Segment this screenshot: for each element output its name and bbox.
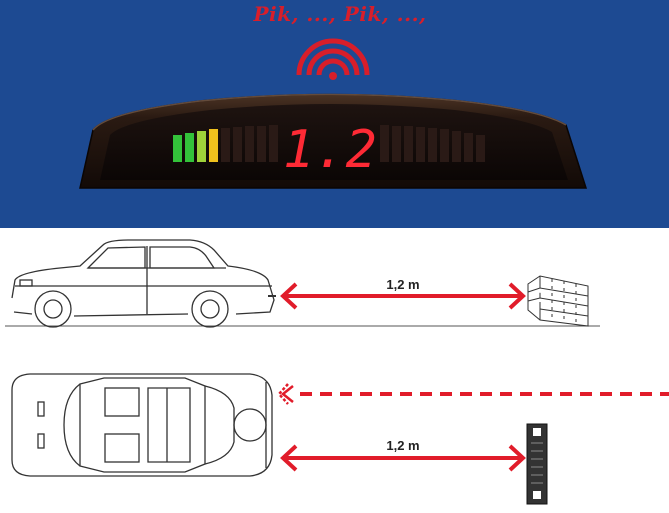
obstacle-post-icon — [526, 423, 548, 505]
side-distance-label: 1,2 m — [386, 277, 419, 292]
bar-segment-off — [245, 126, 254, 162]
bar-segment-off — [404, 126, 413, 162]
bar-segment-off — [257, 126, 266, 162]
diagram-area: 1,2 m — [0, 228, 669, 513]
bar-segment-off — [380, 125, 389, 162]
diagram-graphics: 1,2 m — [5, 239, 669, 505]
bar-segment-2 — [185, 133, 194, 162]
top-distance-arrow — [280, 444, 526, 472]
bar-segment-off — [221, 128, 230, 162]
bar-segment-1 — [173, 135, 182, 162]
bar-segment-off — [428, 128, 437, 162]
proximity-bar — [173, 125, 485, 162]
bar-segment-4 — [209, 129, 218, 162]
brick-wall-icon — [527, 275, 589, 327]
bar-segment-off — [440, 129, 449, 162]
bar-segment-off — [269, 125, 278, 162]
side-distance-arrow — [280, 282, 526, 310]
bar-segment-off — [464, 133, 473, 162]
car-side-view — [11, 239, 276, 328]
bar-segment-off — [392, 126, 401, 162]
bar-segment-off — [452, 131, 461, 162]
car-top-view — [11, 373, 273, 477]
display-housing — [79, 93, 588, 189]
display-graphics: 1.2 — [79, 38, 588, 189]
bar-segment-off — [416, 127, 425, 162]
sensor-wave-icon — [277, 383, 294, 405]
top-distance-label: 1,2 m — [386, 438, 419, 453]
signal-waves-icon — [296, 38, 370, 80]
beep-sound-text: Pik, ..., Pik, ..., — [253, 2, 427, 26]
display-panel-area: Pik, ..., Pik, ..., — [0, 0, 669, 228]
bar-segment-off — [476, 135, 485, 162]
bar-segment-off — [233, 127, 242, 162]
distance-readout: 1.2 — [283, 120, 377, 180]
bar-segment-3 — [197, 131, 206, 162]
